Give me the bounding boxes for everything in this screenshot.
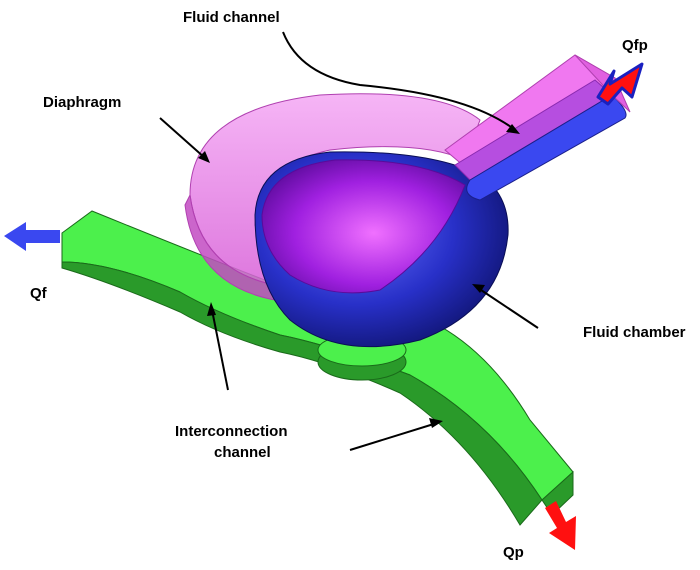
fluid-chamber (254, 151, 509, 348)
qfp-label: Qfp (622, 37, 648, 54)
interconnection-leader-right (349, 422, 438, 451)
fluid-chamber-leader (477, 287, 539, 329)
fluid-channel-label: Fluid channel (183, 9, 280, 26)
diaphragm-label: Diaphragm (43, 94, 121, 111)
qp-outlet-arrow (545, 501, 576, 550)
fluid-chamber-label: Fluid chamber (583, 324, 686, 341)
fluid-channel-leader (282, 31, 516, 131)
interconnection-label-line1: Interconnection (175, 423, 288, 440)
interconnection-leader-left (211, 309, 229, 391)
diaphragm-leader (159, 117, 206, 159)
qfp-inlet-arrow (596, 62, 644, 106)
qf-outlet-arrow (4, 222, 60, 251)
qf-label: Qf (30, 285, 48, 302)
qp-label: Qp (503, 544, 524, 561)
leader-arrowheads (198, 124, 520, 428)
leader-lines (159, 31, 539, 451)
interconnection-label-line2: channel (214, 444, 271, 461)
